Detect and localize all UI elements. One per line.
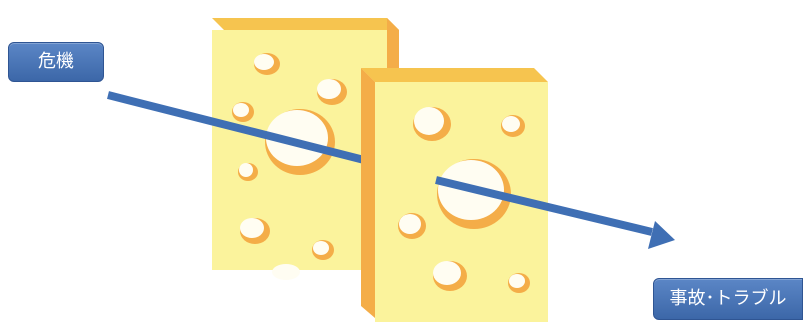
cheese-hole bbox=[272, 264, 300, 280]
label-start-text: 危機 bbox=[38, 51, 74, 72]
arrow bbox=[435, 176, 675, 249]
arrow-head bbox=[648, 221, 675, 249]
label-end: 事故･トラブル bbox=[653, 278, 803, 320]
cheese-back-top bbox=[212, 18, 399, 30]
arrow-shaft-back bbox=[107, 91, 373, 166]
cheese-front-top bbox=[361, 68, 548, 82]
cheese-slice-front bbox=[361, 68, 548, 322]
cheese-front-holes bbox=[398, 107, 530, 293]
cheese-front-side bbox=[361, 68, 375, 318]
label-start: 危機 bbox=[8, 42, 104, 82]
arrow-shaft-front bbox=[435, 176, 653, 236]
label-end-text: 事故･トラブル bbox=[669, 288, 787, 309]
cheese-slice-back bbox=[212, 18, 399, 280]
